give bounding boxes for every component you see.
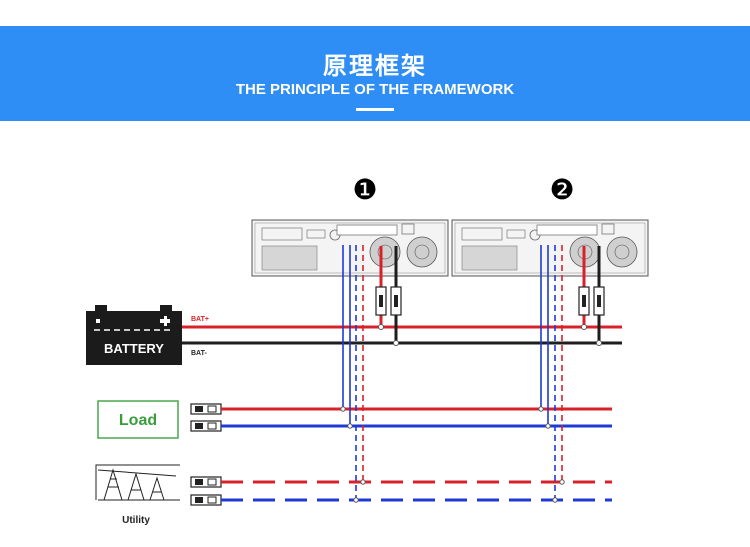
battery: BATTERY xyxy=(86,305,182,365)
utility-breaker-l-icon xyxy=(190,476,222,488)
load-label: Load xyxy=(119,412,157,429)
fuse-icon xyxy=(390,286,402,316)
title-underline xyxy=(356,108,394,111)
unit-1-dc-drops xyxy=(375,246,402,346)
inverter-unit-2 xyxy=(451,219,649,277)
bat-pos-label: BAT+ xyxy=(191,316,209,323)
page-title-cn: 原理框架 xyxy=(323,52,427,80)
battery-label: BATTERY xyxy=(104,341,164,356)
utility-breaker-n-icon xyxy=(190,494,222,506)
unit-1-marker: ❶ xyxy=(352,173,377,206)
utility-tower-icon xyxy=(95,464,180,501)
fuse-icon xyxy=(578,286,590,316)
unit-2-ac-drops xyxy=(538,245,565,503)
unit-2-marker: ❷ xyxy=(549,173,574,206)
load-breaker-l-icon xyxy=(190,403,222,415)
unit-2-dc-drops xyxy=(578,246,605,346)
fuse-icon xyxy=(593,286,605,316)
load-breaker-n-icon xyxy=(190,420,222,432)
bat-neg-label: BAT- xyxy=(191,350,207,357)
page-title-en: THE PRINCIPLE OF THE FRAMEWORK xyxy=(235,81,515,98)
load-box xyxy=(97,400,179,439)
unit-1-ac-drops xyxy=(340,245,366,503)
fuse-icon xyxy=(375,286,387,316)
utility-label: Utility xyxy=(122,515,150,526)
header-banner: 原理框架 THE PRINCIPLE OF THE FRAMEWORK xyxy=(0,26,750,121)
